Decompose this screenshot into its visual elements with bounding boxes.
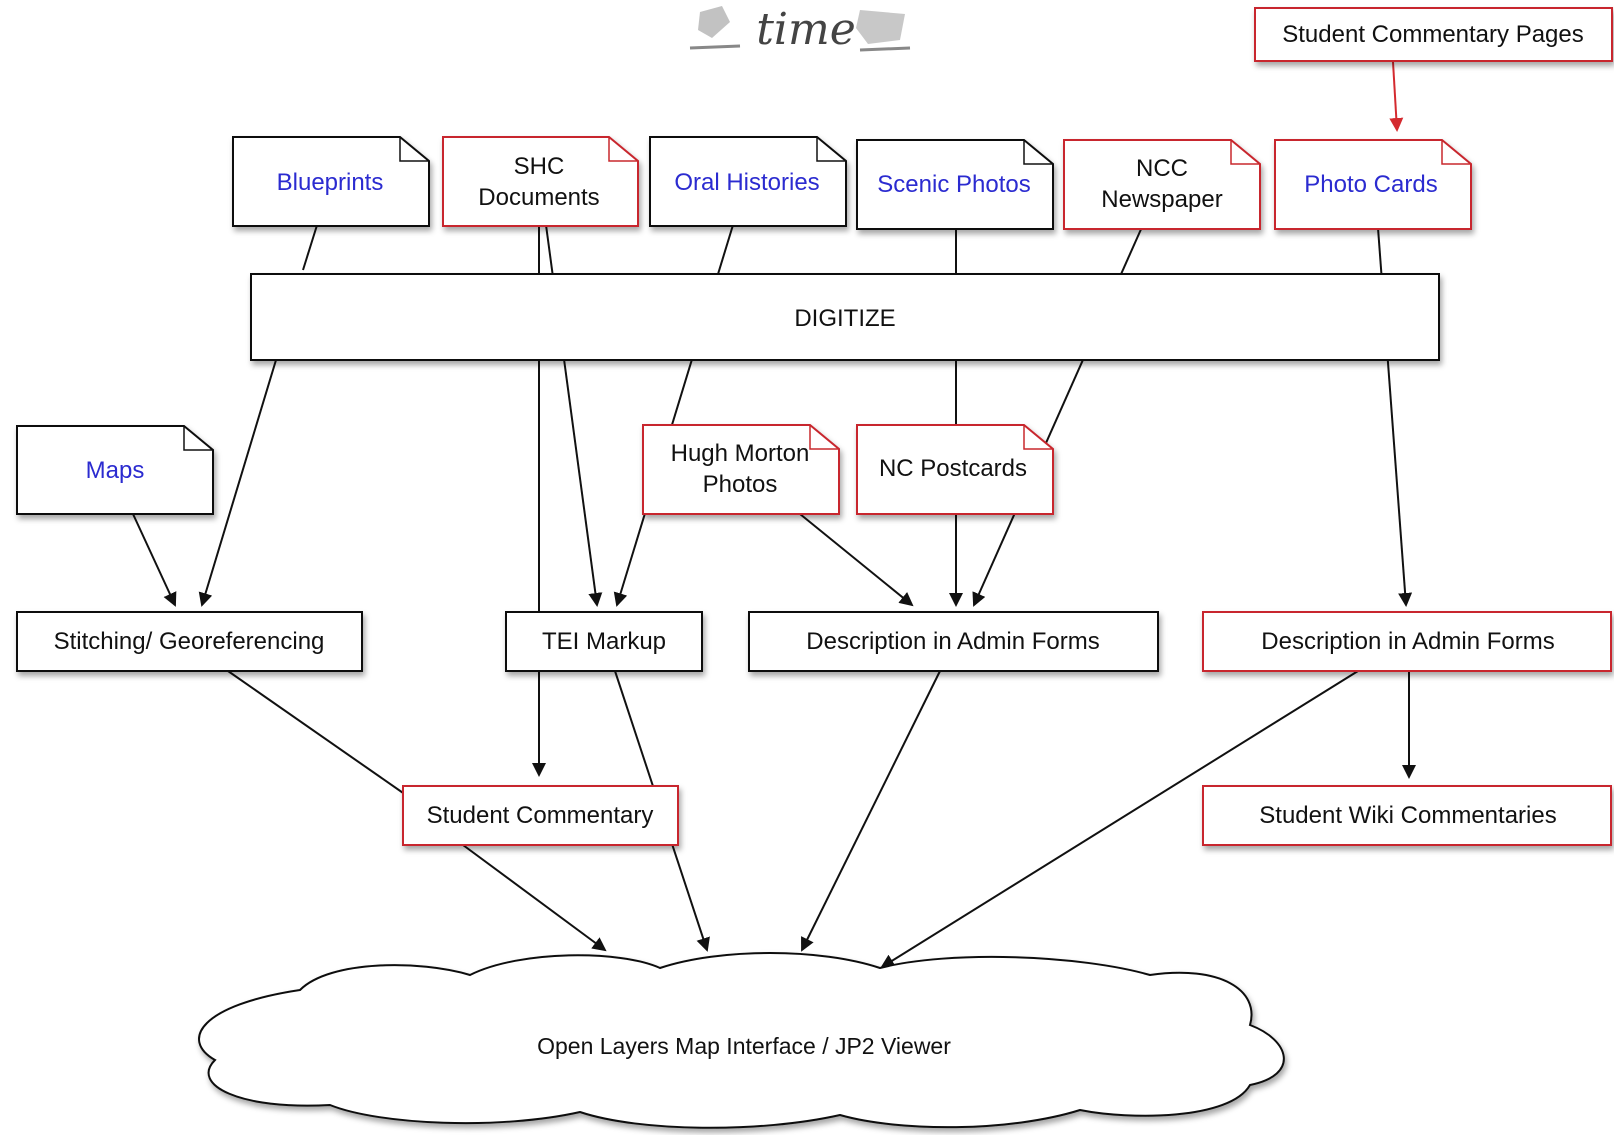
nc-postcards-label: NC Postcards bbox=[879, 455, 1027, 482]
box-description-admin-forms-1[interactable]: Description in Admin Forms bbox=[748, 611, 1159, 672]
digitize-box[interactable]: DIGITIZE bbox=[250, 273, 1440, 361]
doc-node-shc-documents[interactable]: SHC Documents bbox=[442, 136, 639, 227]
edge-stitching-to-open-layers bbox=[227, 670, 407, 796]
edge-maps-to-stitching bbox=[132, 513, 177, 607]
doc-node-oral-histories[interactable]: Oral Histories bbox=[649, 136, 847, 227]
student-wiki-label: Student Wiki Commentaries bbox=[1259, 802, 1556, 829]
scenic-photos-label: Scenic Photos bbox=[877, 171, 1030, 198]
box-student-commentary-pages[interactable]: Student Commentary Pages bbox=[1254, 7, 1613, 62]
shc-documents-line1: SHC bbox=[514, 153, 565, 180]
student-commentary-label: Student Commentary bbox=[427, 802, 654, 829]
maps-label: Maps bbox=[86, 457, 145, 484]
edge-digitize-to-stitching bbox=[198, 359, 277, 607]
doc-node-hugh-morton-photos[interactable]: Hugh Morton Photos bbox=[642, 424, 840, 515]
box-student-wiki-commentaries[interactable]: Student Wiki Commentaries bbox=[1202, 785, 1612, 846]
edge-student-commentary-to-open-layers bbox=[462, 844, 607, 952]
edge-hugh-morton-to-description bbox=[799, 513, 914, 607]
doc-node-ncc-newspaper[interactable]: NCC Newspaper bbox=[1063, 139, 1261, 230]
box-description-admin-forms-2[interactable]: Description in Admin Forms bbox=[1202, 611, 1612, 672]
shc-documents-line2: Documents bbox=[478, 184, 599, 211]
open-layers-label: Open Layers Map Interface / JP2 Viewer bbox=[537, 1033, 951, 1059]
ncc-newspaper-line1: NCC bbox=[1136, 155, 1188, 182]
blueprints-label: Blueprints bbox=[277, 169, 384, 196]
time-logo: time bbox=[689, 4, 911, 55]
edge-blueprints-to-digitize bbox=[302, 221, 319, 271]
photo-cards-label: Photo Cards bbox=[1304, 171, 1437, 198]
box-tei-markup[interactable]: TEI Markup bbox=[505, 611, 703, 672]
logo-text: time bbox=[756, 4, 856, 55]
box-stitching-georeferencing[interactable]: Stitching/ Georeferencing bbox=[16, 611, 363, 672]
tei-markup-label: TEI Markup bbox=[542, 628, 666, 655]
edge-description-2-to-open-layers bbox=[880, 670, 1359, 969]
digitize-label: DIGITIZE bbox=[794, 305, 895, 332]
hugh-morton-line1: Hugh Morton bbox=[671, 440, 810, 467]
student-commentary-pages-label: Student Commentary Pages bbox=[1282, 21, 1584, 48]
doc-node-blueprints[interactable]: Blueprints bbox=[232, 136, 430, 227]
doc-node-nc-postcards[interactable]: NC Postcards bbox=[856, 424, 1054, 515]
oral-histories-label: Oral Histories bbox=[674, 169, 819, 196]
doc-node-scenic-photos[interactable]: Scenic Photos bbox=[856, 139, 1054, 230]
cloud-open-layers[interactable]: Open Layers Map Interface / JP2 Viewer bbox=[198, 952, 1285, 1129]
doc-node-maps[interactable]: Maps bbox=[16, 425, 214, 515]
hugh-morton-line2: Photos bbox=[703, 471, 778, 498]
edge-description-1-to-open-layers bbox=[801, 670, 941, 952]
stitching-label: Stitching/ Georeferencing bbox=[54, 628, 325, 655]
description-2-label: Description in Admin Forms bbox=[1261, 628, 1554, 655]
ncc-newspaper-line2: Newspaper bbox=[1101, 186, 1222, 213]
edge-student-commentary-pages-to-photo-cards bbox=[1389, 61, 1404, 132]
doc-node-photo-cards[interactable]: Photo Cards bbox=[1274, 139, 1472, 230]
description-1-label: Description in Admin Forms bbox=[806, 628, 1099, 655]
box-student-commentary[interactable]: Student Commentary bbox=[402, 785, 679, 846]
